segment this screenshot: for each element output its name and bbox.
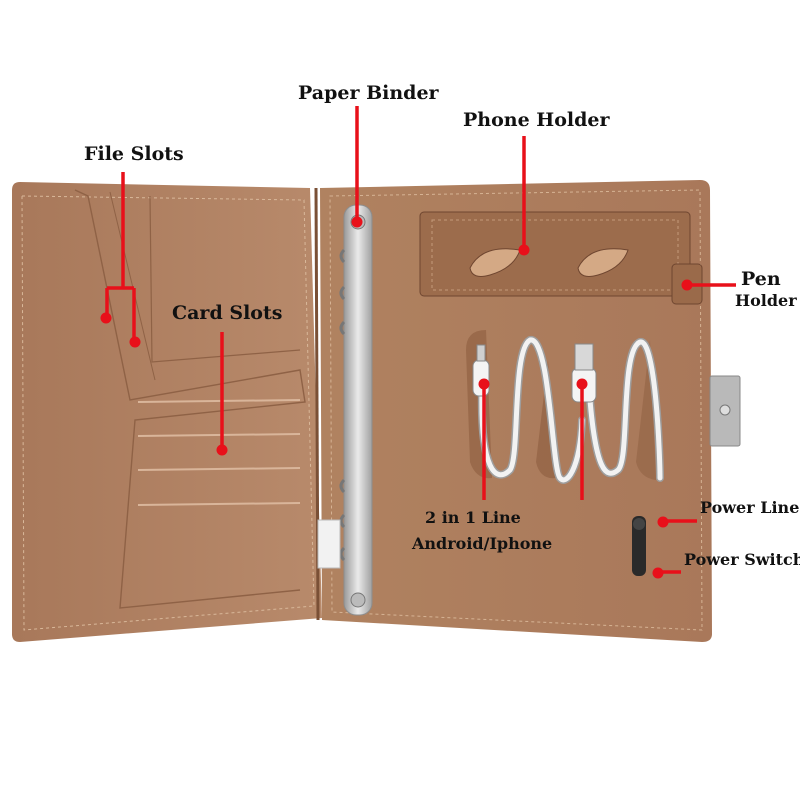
label-power-switch: Power Switch — [684, 550, 800, 569]
label-file-slots: File Slots — [84, 143, 184, 165]
label-paper-binder: Paper Binder — [298, 82, 439, 104]
annotations — [100, 106, 736, 579]
label-cable-line1: 2 in 1 Line — [425, 508, 521, 527]
label-card-slots: Card Slots — [172, 302, 283, 324]
usb-connector-icon — [571, 343, 597, 403]
card-slots — [137, 399, 301, 506]
phone-holder — [419, 211, 691, 297]
label-pen: Pen — [741, 268, 781, 290]
power-bank — [709, 375, 741, 447]
cable-pocket — [466, 330, 664, 484]
label-cable-line2: Android/Iphone — [412, 534, 553, 553]
paper-binder — [317, 204, 373, 616]
binder-ring-icon — [350, 592, 366, 608]
left-cover — [12, 182, 322, 642]
label-power-line: Power Line — [700, 498, 800, 517]
power-controls — [632, 516, 646, 576]
label-phone-holder: Phone Holder — [463, 109, 610, 131]
power-button-icon — [633, 518, 645, 530]
label-pen-holder: Holder — [735, 291, 797, 310]
